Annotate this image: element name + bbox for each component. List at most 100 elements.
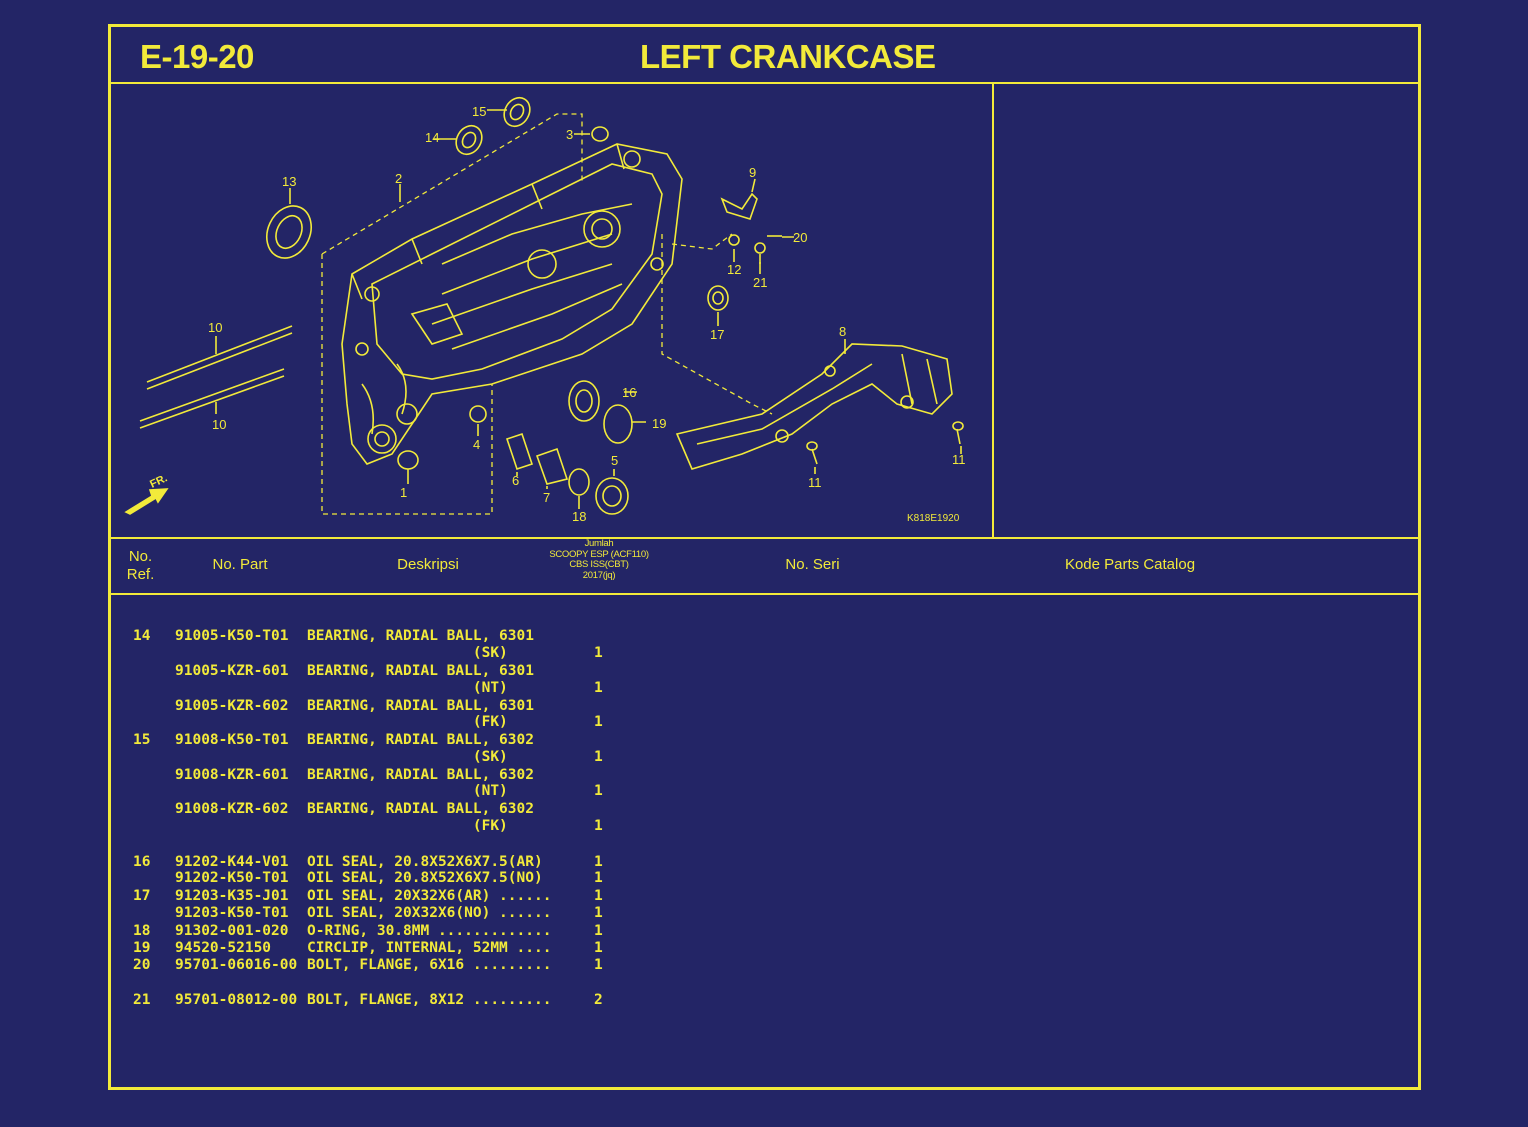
row-description: OIL SEAL, 20.8X52X6X7.5(AR) [307,854,543,870]
header-qty-line2: SCOOPY ESP (ACF110) [549,548,649,560]
row-description: BEARING, RADIAL BALL, 6302 [307,801,534,817]
fr-label: FR. [148,472,169,490]
row-part-number: 91203-K35-J01 [175,888,289,904]
row-part-number: 91302-001-020 [175,923,289,939]
row-part-number: 91202-K50-T01 [175,870,289,886]
table-row: 20 95701-06016-00 BOLT, FLANGE, 6X16 .....… [0,940,603,973]
table-row: (SK) 1 [0,628,603,661]
row-part-number: 95701-06016-00 [175,957,298,973]
row-part-number: 91202-K44-V01 [175,854,289,870]
header-catalog: Kode Parts Catalog [1064,556,1196,573]
table-row: 91202-K50-T01 OIL SEAL, 20.8X52X6X7.5(NO)… [0,853,603,886]
header-desc: Deskripsi [397,556,459,573]
row-quantity: 1 [594,940,603,956]
row-ref: 20 [133,957,151,973]
header-bottom-line [110,593,1419,595]
table-row: 19 94520-52150 CIRCLIP, INTERNAL, 52MM ...… [0,923,603,956]
title-divider [110,82,1419,84]
header-part: No. Part [212,556,268,573]
row-description: BEARING, RADIAL BALL, 6302 [307,732,534,748]
row-part-number: 91203-K50-T01 [175,905,289,921]
table-row: 16 91202-K44-V01 OIL SEAL, 20.8X52X6X7.5(A… [0,837,603,870]
row-quantity: 1 [594,854,603,870]
callout-21: 21 [753,275,767,290]
callout-4: 4 [473,437,480,452]
row-description: OIL SEAL, 20X32X6(NO) ...... [307,905,552,921]
row-part-number: 95701-08012-00 [175,992,298,1008]
callout-19: 19 [652,416,666,431]
callout-1: 1 [400,485,407,500]
header-qty-line4: 2017(jq) [582,569,616,581]
row-quantity: 1 [594,645,603,661]
callout-10b: 10 [212,417,226,432]
callout-6: 6 [512,473,519,488]
callout-18: 18 [572,509,586,524]
row-ref: 16 [133,854,151,870]
row-ref: 14 [133,628,151,644]
row-ref: 17 [133,888,151,904]
catalog-frame [108,24,1421,1090]
table-row: (SK) 1 [0,732,603,765]
callout-11a: 11 [808,475,822,490]
callout-16: 16 [622,385,636,400]
row-quantity: 1 [594,783,603,799]
row-quantity: 1 [594,905,603,921]
row-part-number: 91008-KZR-601 [175,767,289,783]
row-quantity: 1 [594,714,603,730]
row-ref: 15 [133,732,151,748]
row-ref: 21 [133,992,151,1008]
row-quantity: 1 [594,888,603,904]
table-row: 91203-K50-T01 OIL SEAL, 20X32X6(NO) .....… [0,888,603,921]
header-serial: No. Seri [785,556,840,573]
table-row: (FK) 1 [0,697,603,730]
row-description: (FK) [307,714,508,730]
row-ref: 18 [133,923,151,939]
table-row: 15 91008-K50-T01 BEARING, RADIAL BALL, 630… [0,715,534,748]
row-description: BEARING, RADIAL BALL, 6301 [307,628,534,644]
callout-17: 17 [710,327,724,342]
diagram-code: K818E1920 [907,513,960,524]
row-description: OIL SEAL, 20X32X6(AR) ...... [307,888,552,904]
row-description: (SK) [307,749,508,765]
callout-11b: 11 [952,452,966,467]
row-part-number: 94520-52150 [175,940,272,956]
row-part-number: 91008-KZR-602 [175,801,289,817]
row-part-number: 91005-KZR-602 [175,698,289,714]
callout-14: 14 [425,130,439,145]
row-quantity: 1 [594,923,603,939]
row-part-number: 91005-K50-T01 [175,628,289,644]
row-description: O-RING, 30.8MM ............. [307,923,552,939]
row-quantity: 1 [594,680,603,696]
row-description: (SK) [307,645,508,661]
row-description: BEARING, RADIAL BALL, 6301 [307,698,534,714]
row-description: CIRCLIP, INTERNAL, 52MM .... [307,940,552,956]
header-ref-line2: Ref. [126,566,155,583]
row-quantity: 1 [594,749,603,765]
header-qty: Jumlah SCOOPY ESP (ACF110) CBS ISS(CBT) … [525,538,673,581]
callout-3: 3 [566,127,573,142]
row-quantity: 2 [594,992,603,1008]
table-row: 21 95701-08012-00 BOLT, FLANGE, 8X12 .....… [0,975,603,1008]
diagram-divider [992,83,994,537]
header-ref-line1: No. [128,548,153,565]
row-quantity: 1 [594,957,603,973]
row-description: BOLT, FLANGE, 8X12 ......... [307,992,552,1008]
table-row: 18 91302-001-020 O-RING, 30.8MM ..........… [0,906,603,939]
header-qty-line1: Jumlah [584,538,614,549]
header-ref: No. Ref. [118,548,163,584]
callout-15: 15 [472,104,486,119]
callout-10a: 10 [208,320,222,335]
row-description: OIL SEAL, 20.8X52X6X7.5(NO) [307,870,543,886]
callout-20: 20 [793,230,807,245]
exploded-parts-diagram: 15 14 3 13 2 9 20 12 21 17 10 10 8 16 19… [124,96,966,524]
row-quantity: 1 [594,870,603,886]
table-row: (NT)1 [0,663,603,696]
row-description: BOLT, FLANGE, 6X16 ......... [307,957,552,973]
page-code: E-19-20 [140,38,254,75]
row-ref: 19 [133,940,151,956]
table-row: 91008-KZR-602 BEARING, RADIAL BALL, 6302 [0,784,534,817]
row-part-number: 91008-K50-T01 [175,732,289,748]
diagram-bottom-line [110,537,1419,539]
